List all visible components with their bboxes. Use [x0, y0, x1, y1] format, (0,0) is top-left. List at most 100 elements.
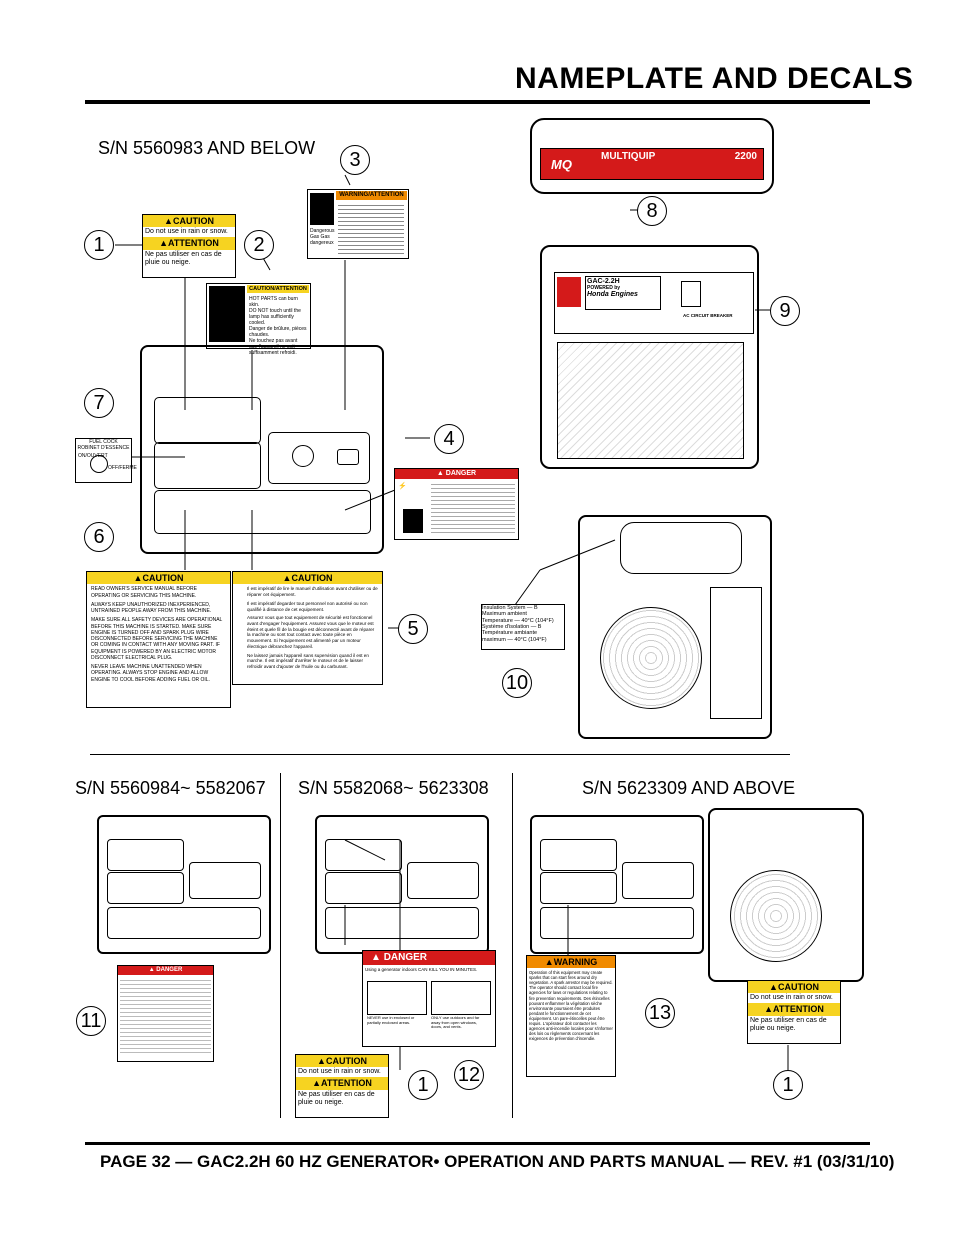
panel-window-lower	[154, 442, 261, 489]
panel-breaker-label: AC CIRCUIT BREAKER	[683, 313, 733, 318]
nameplate-brand: MULTIQUIP	[601, 151, 656, 162]
caution-5-item-4: Ne laissez jamais l'appareil sans superv…	[247, 652, 369, 670]
fuel-off-label: OFF/FERME	[108, 465, 137, 471]
hot-line1: HOT PARTS can burn skin.	[249, 296, 298, 308]
decal-danger-co: ▲ DANGER Using a generator indoors CAN K…	[362, 950, 496, 1047]
muffler	[710, 587, 762, 719]
control-panel: GAC-2.2H POWERED by Honda Engines AC CIR…	[554, 272, 754, 334]
callout-10: 10	[502, 668, 532, 698]
panel-window-c	[325, 839, 402, 871]
hot-line3: Danger de brûlure, pièces chaudes.	[249, 326, 307, 338]
warning-13-header: ▲WARNING	[527, 956, 615, 969]
generator-front-panel	[140, 345, 384, 554]
attention-bar-right: ▲ATTENTION	[748, 1003, 840, 1016]
panel-window-a	[107, 839, 184, 871]
danger-11-text	[120, 976, 211, 1055]
serial-heading-bottom-left: S/N 5560984~ 5582067	[75, 778, 266, 798]
decal-danger-electric: ▲ DANGER ⚡	[394, 468, 519, 540]
callout-8: 8	[637, 196, 667, 226]
fuel-cock-label: FUEL COCK	[89, 439, 118, 445]
insulation-line5: Température ambiante	[482, 630, 538, 637]
callout-2: 2	[244, 230, 274, 260]
callout-7: 7	[84, 388, 114, 418]
generator-alternator-view	[578, 515, 772, 739]
decal-caution-rain-mid: ▲CAUTION Do not use in rain or snow. ▲AT…	[295, 1054, 389, 1118]
panel-bottom-window-3	[325, 907, 479, 939]
decal-insulation: Insulation System — B Maximum ambient Te…	[481, 604, 565, 650]
panel-window-b	[107, 872, 184, 904]
caution-text-en: Do not use in rain or snow.	[145, 228, 228, 236]
decal-warning-spark: ▲WARNING Operation of this equipment may…	[526, 955, 616, 1077]
panel-window-upper	[154, 397, 261, 444]
insulation-line2: Maximum ambient	[482, 611, 527, 618]
warning-text-lines	[338, 202, 404, 254]
decal-caution-rain: ▲CAUTION Do not use in rain or snow. ▲AT…	[142, 214, 236, 278]
breaker-switch-icon	[681, 281, 701, 307]
caution-6-item-3: MAKE SURE ALL SAFETY DEVICES ARE OPERATI…	[91, 617, 223, 661]
attention-text-fr-mid: Ne pas utiliser en cas de pluie ou neige…	[298, 1090, 375, 1106]
callout-5: 5	[398, 614, 428, 644]
caution-bar-right: ▲CAUTION	[748, 981, 840, 994]
attention-text-fr-right: Ne pas utiliser en cas de pluie ou neige…	[750, 1016, 827, 1032]
generator-side-view: GAC-2.2H POWERED by Honda Engines AC CIR…	[540, 245, 759, 469]
danger-12-header: ▲ DANGER	[363, 951, 495, 965]
panel-control-box-2	[189, 862, 261, 899]
caution-bar: ▲CAUTION	[143, 215, 235, 228]
panel-control-box	[268, 432, 370, 484]
callout-13: 13	[645, 998, 675, 1028]
decal-fuel-cock: FUEL COCK ROBINET D'ESSENCE ON/OUVERT OF…	[75, 438, 137, 483]
nameplate-handle: MQ MULTIQUIP 2200	[530, 118, 774, 194]
hand-burn-icon	[209, 286, 245, 342]
attention-bar: ▲ATTENTION	[143, 237, 235, 250]
black-warning-panel	[403, 509, 423, 533]
mq-badge-icon	[557, 277, 581, 307]
callout-9: 9	[770, 296, 800, 326]
caution-5-item-1: Il est impératif de lire le manuel d'uti…	[247, 586, 378, 598]
panel-bottom-window-2	[107, 907, 261, 939]
alternator-fan	[600, 607, 702, 709]
insulation-line4: Système d'isolation — B	[482, 623, 542, 630]
callout-1: 1	[84, 230, 114, 260]
panel-powered-by: POWERED by	[587, 285, 621, 291]
footer-rule	[85, 1142, 870, 1145]
caution-6-item-2: ALWAYS KEEP UNAUTHORIZED INEXPERIENCED, …	[91, 601, 212, 615]
serial-heading-top: S/N 5560983 AND BELOW	[98, 138, 316, 158]
person-gas-icon	[310, 193, 334, 225]
danger-12-left: NEVER use in enclosed or partially enclo…	[367, 1015, 415, 1025]
generator-front-panel-3	[315, 815, 489, 954]
danger-electric-text	[431, 481, 515, 535]
hot-line2: DO NOT touch until the lamp has sufficie…	[249, 308, 301, 326]
attention-text-fr: Ne pas utiliser en cas de pluie ou neige…	[145, 250, 222, 266]
panel-window-d	[325, 872, 402, 904]
panel-outlet	[337, 449, 359, 465]
panel-bottom-window-4	[540, 907, 694, 939]
serial-heading-bottom-right: S/N 5623309 AND ABOVE	[582, 778, 796, 798]
nameplate-model: 2200	[734, 151, 757, 162]
panel-control-box-4	[622, 862, 694, 899]
warning-13-text: Operation of this equipment may create s…	[529, 970, 613, 1041]
decal-hot-parts: CAUTION/ATTENTION HOT PARTS can burn ski…	[206, 283, 311, 356]
serial-heading-bottom-mid: S/N 5582068~ 5623308	[298, 778, 489, 798]
fuel-tank	[620, 522, 742, 574]
page-title: NAMEPLATE AND DECALS	[515, 62, 914, 95]
dangerous-gas-label: Dangerous Gas Gas dangereux	[310, 228, 335, 246]
caution-5-item-3: Assurez vous que tout equipement de sécu…	[247, 615, 375, 649]
panel-control-box-3	[407, 862, 479, 899]
insulation-line3: Temperature — 40°C (104°F)	[482, 617, 554, 624]
alternator-fan-2	[730, 870, 822, 962]
panel-engine: Honda Engines	[587, 291, 638, 298]
nameplate-decal: MQ MULTIQUIP 2200	[540, 148, 764, 180]
insulation-line6: maximum — 40°C (104°F)	[482, 636, 547, 643]
robinet-label: ROBINET D'ESSENCE	[77, 445, 130, 451]
decal-caution-french: ▲CAUTION Il est impératif de lire le man…	[232, 571, 383, 685]
attention-bar-mid: ▲ATTENTION	[296, 1077, 388, 1090]
indoor-no-icon	[367, 981, 427, 1015]
generator-front-panel-4	[530, 815, 704, 954]
danger-11-header: ▲ DANGER	[118, 966, 213, 975]
callout-12: 12	[454, 1060, 484, 1090]
fuel-valve-icon	[90, 455, 108, 473]
warning-header: WARNING/ATTENTION	[336, 191, 407, 200]
section-divider	[90, 754, 790, 755]
decal-danger-11: ▲ DANGER	[117, 965, 214, 1062]
danger-12-right: ONLY use outdoors and far away from open…	[431, 1015, 480, 1030]
